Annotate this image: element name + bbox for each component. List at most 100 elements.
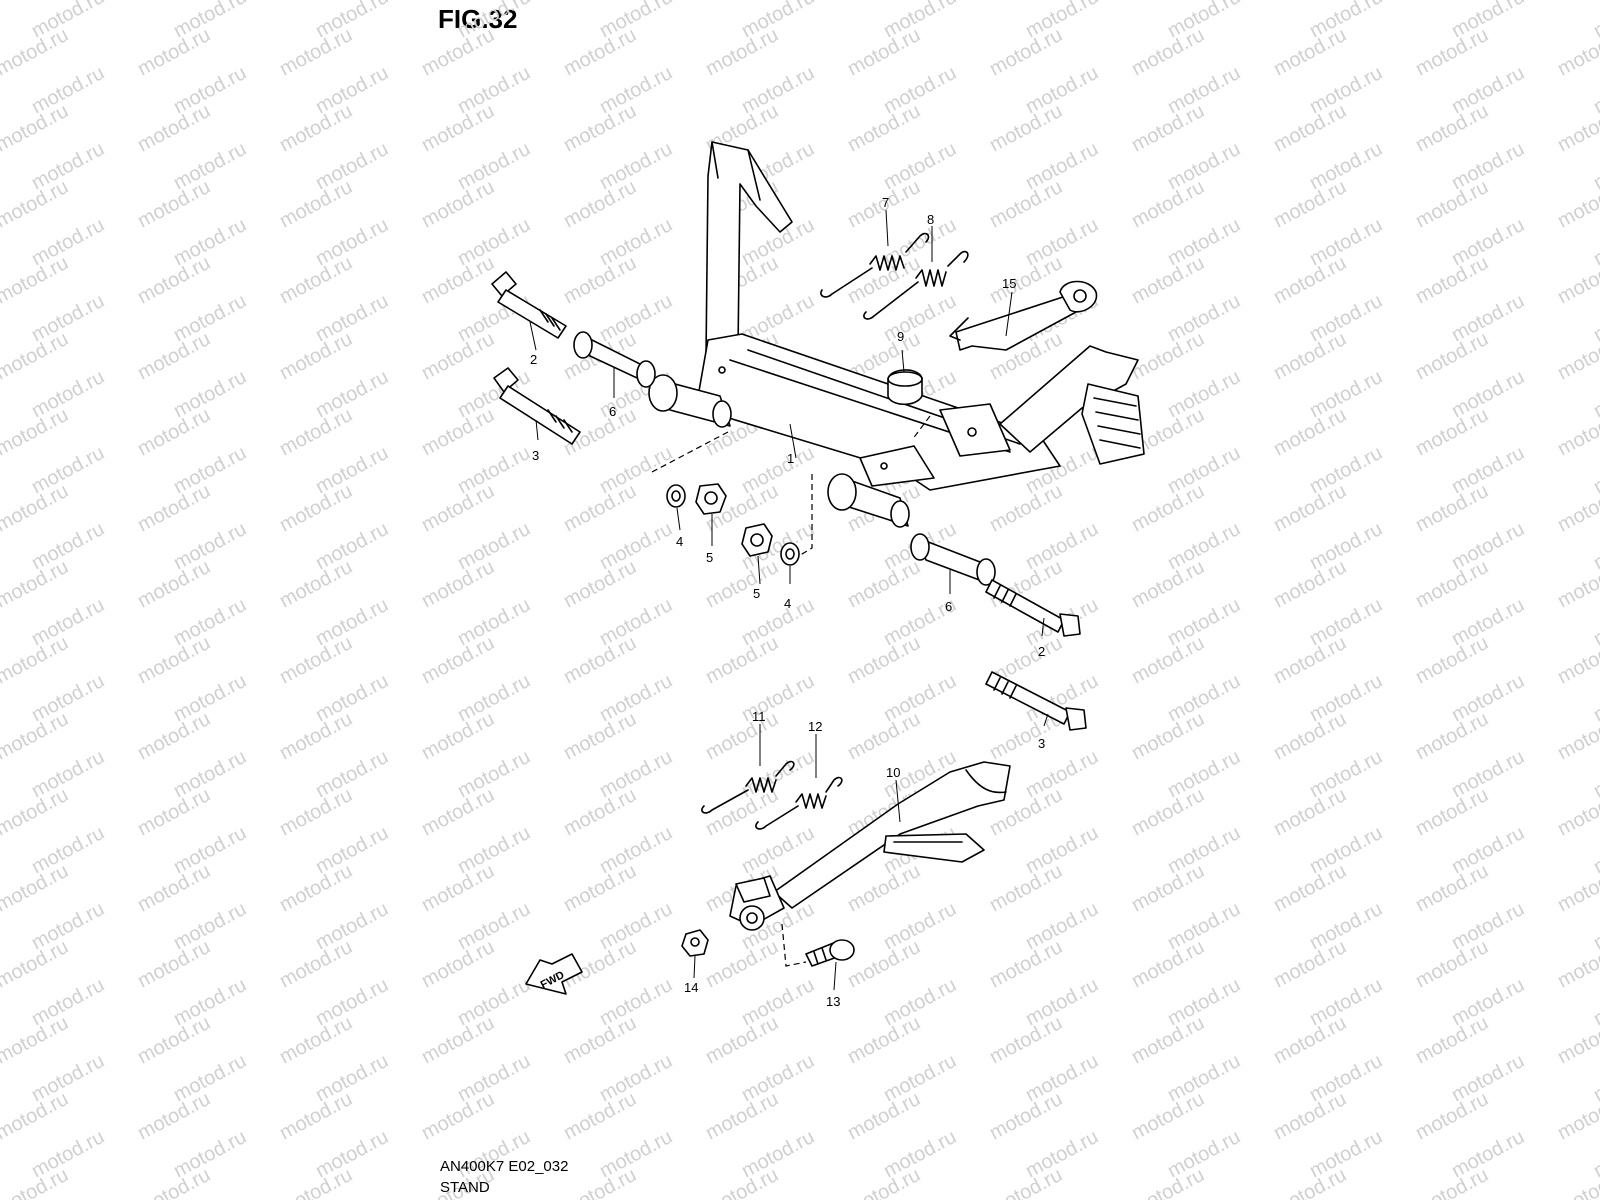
watermark-text: motod.ru: [454, 670, 534, 726]
watermark-text: motod.ru: [738, 62, 818, 118]
watermark-text: motod.ru: [1022, 974, 1102, 1030]
section-name: STAND: [440, 1179, 490, 1196]
watermark-text: motod.ru: [1022, 822, 1102, 878]
watermark-text: motod.ru: [1164, 442, 1244, 498]
collar-6-right-drawing: [910, 533, 996, 586]
watermark-text: motod.ru: [738, 442, 818, 498]
watermark-text: motod.ru: [1306, 214, 1386, 270]
watermark-text: motod.ru: [170, 1050, 250, 1106]
watermark-text: motod.ru: [1306, 898, 1386, 954]
watermark-text: motod.ru: [1554, 480, 1600, 536]
watermark-text: motod.ru: [1590, 1050, 1600, 1106]
watermark-text: motod.ru: [1306, 366, 1386, 422]
watermark-text: motod.ru: [1306, 670, 1386, 726]
watermark-text: motod.ru: [1554, 176, 1600, 232]
watermark-text: motod.ru: [1128, 0, 1208, 4]
watermark-text: motod.ru: [1448, 1050, 1528, 1106]
watermark-text: motod.ru: [1164, 290, 1244, 346]
watermark-text: motod.ru: [1448, 822, 1528, 878]
watermark-text: motod.ru: [312, 1126, 392, 1182]
watermark-text: motod.ru: [880, 670, 960, 726]
watermark-text: motod.ru: [1306, 290, 1386, 346]
callout-part-15: 15: [1002, 276, 1016, 291]
callout-part-2b: 2: [1038, 644, 1045, 659]
watermark-text: motod.ru: [170, 290, 250, 346]
callout-part-4a: 4: [676, 534, 683, 549]
watermark-text: motod.ru: [1022, 1126, 1102, 1182]
watermark-text: motod.ru: [312, 214, 392, 270]
watermark-text: motod.ru: [1554, 556, 1600, 612]
watermark-text: motod.ru: [312, 366, 392, 422]
callouts: 1 2 2 3 3 4 4 5 5 6 6 7 8 9 10 11 12: [529, 195, 1049, 1009]
watermark-text: motod.ru: [170, 442, 250, 498]
watermark-text: motod.ru: [418, 0, 498, 4]
watermark-text: motod.ru: [454, 518, 534, 574]
spring-12-drawing: [755, 776, 843, 830]
watermark-text: motod.ru: [454, 822, 534, 878]
watermark-text: motod.ru: [1164, 746, 1244, 802]
watermark-text: motod.ru: [1590, 898, 1600, 954]
watermark-text: motod.ru: [170, 974, 250, 1030]
nut-5-left-drawing: [695, 483, 727, 515]
bolt-2-right-drawing: [985, 579, 1081, 637]
watermark-text: motod.ru: [1590, 670, 1600, 726]
watermark-text: motod.ru: [170, 214, 250, 270]
nut-5-right-drawing: [741, 523, 773, 557]
watermark-text: motod.ru: [312, 670, 392, 726]
watermark-text: motod.ru: [1022, 62, 1102, 118]
watermark-text: motod.ru: [170, 1126, 250, 1182]
watermark-text: motod.ru: [28, 898, 108, 954]
watermark-text: motod.ru: [1164, 1126, 1244, 1182]
watermark-text: motod.ru: [1306, 974, 1386, 1030]
watermark-text: motod.ru: [312, 594, 392, 650]
watermark-text: motod.ru: [880, 214, 960, 270]
watermark-text: motod.ru: [1164, 822, 1244, 878]
spring-11-drawing: [701, 760, 795, 814]
watermark-text: motod.ru: [0, 0, 72, 4]
watermark-text: motod.ru: [454, 746, 534, 802]
callout-part-14: 14: [684, 980, 698, 995]
watermark-text: motod.ru: [1554, 708, 1600, 764]
center-stand-drawing: [648, 141, 1145, 561]
washer-4-right-drawing: [780, 542, 800, 566]
watermark-text: motod.ru: [596, 214, 676, 270]
watermark-text: motod.ru: [312, 822, 392, 878]
callout-part-5b: 5: [753, 586, 760, 601]
side-stand-drawing: [729, 761, 1011, 931]
watermark-text: motod.ru: [1590, 290, 1600, 346]
nut-14-drawing: [681, 929, 709, 957]
watermark-text: motod.ru: [28, 138, 108, 194]
watermark-text: motod.ru: [1022, 518, 1102, 574]
watermark-text: motod.ru: [1554, 936, 1600, 992]
watermark-text: motod.ru: [1164, 62, 1244, 118]
watermark-text: motod.ru: [170, 62, 250, 118]
callout-part-7: 7: [882, 195, 889, 210]
watermark-text: motod.ru: [844, 0, 924, 4]
watermark-text: motod.ru: [28, 62, 108, 118]
watermark-text: motod.ru: [454, 594, 534, 650]
watermark-text: motod.ru: [170, 670, 250, 726]
watermark-text: motod.ru: [1164, 366, 1244, 422]
watermark-text: motod.ru: [170, 746, 250, 802]
watermark-text: motod.ru: [738, 1126, 818, 1182]
watermark-text: motod.ru: [1554, 784, 1600, 840]
watermark-text: motod.ru: [596, 442, 676, 498]
watermark-text: motod.ru: [880, 290, 960, 346]
watermark-text: motod.ru: [312, 138, 392, 194]
watermark-text: motod.ru: [880, 1050, 960, 1106]
watermark-text: motod.ru: [134, 0, 214, 4]
bolt-3-right-drawing: [985, 671, 1087, 731]
watermark-text: motod.ru: [312, 1050, 392, 1106]
collar-6-left-drawing: [573, 331, 656, 388]
callout-part-2a: 2: [530, 352, 537, 367]
watermark-text: motod.ru: [560, 0, 640, 4]
watermark-text: motod.ru: [596, 974, 676, 1030]
watermark-text: motod.ru: [28, 1050, 108, 1106]
watermark-text: motod.ru: [1554, 0, 1600, 4]
watermark-text: motod.ru: [1448, 670, 1528, 726]
watermark-text: motod.ru: [1448, 746, 1528, 802]
callout-part-5a: 5: [706, 550, 713, 565]
watermark-text: motod.ru: [312, 62, 392, 118]
watermark-text: motod.ru: [28, 746, 108, 802]
watermark-text: motod.ru: [1022, 214, 1102, 270]
